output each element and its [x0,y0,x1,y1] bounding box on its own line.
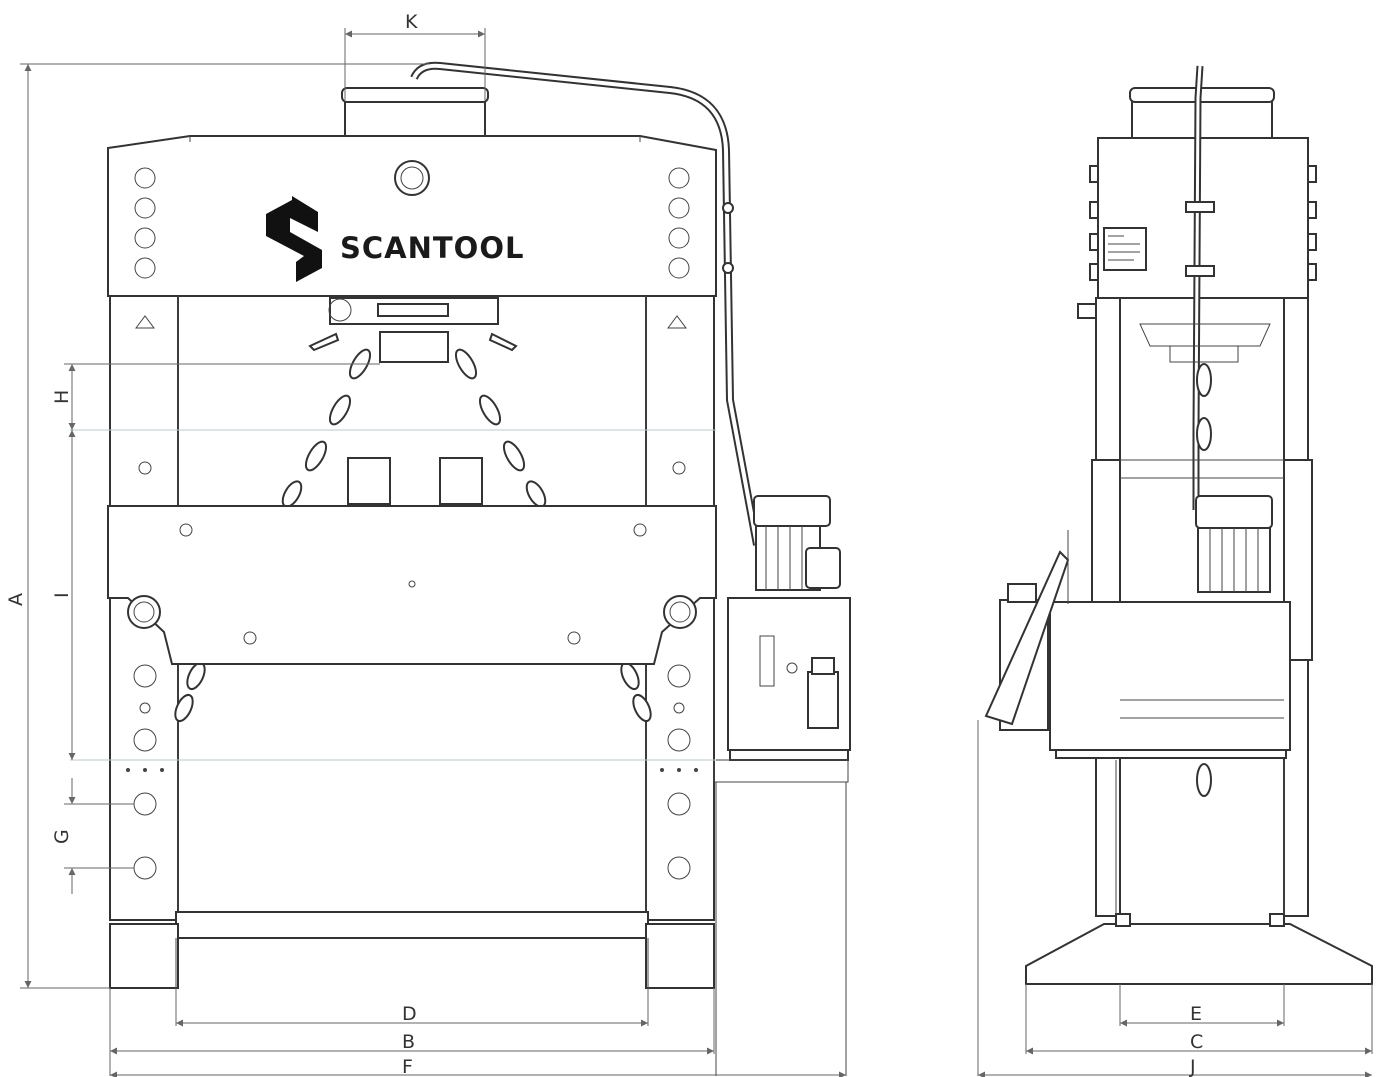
dimension-j: J [977,720,1372,1077]
rating-plate [1103,227,1147,271]
dim-label-c: C [1190,1031,1203,1053]
dim-label-i: I [51,592,73,598]
front-view: SCANTOOL [5,11,851,1077]
dim-label-d: D [402,1003,417,1025]
side-base [1025,760,1373,985]
press-head [107,135,734,297]
pump-unit [727,495,851,761]
ram-assembly [308,297,518,363]
dim-label-j: J [1189,1056,1196,1077]
working-table [107,505,717,665]
dimension-e: E [1119,984,1285,1027]
dimension-b: B [109,988,715,1076]
dimension-g: G [51,778,134,894]
pump-stand [713,759,849,1076]
dimension-h: H [51,363,380,430]
side-tank [1049,601,1291,759]
front-base [109,911,715,989]
chain-right [454,348,652,723]
dimension-f: F [110,1056,846,1077]
dimension-c: C [1025,984,1373,1055]
side-motor [1195,495,1273,593]
head-bolt-holes-left [134,167,156,279]
hand-pump [984,530,1070,731]
dimension-k: K [344,11,486,100]
scantool-logo: SCANTOOL [266,196,524,282]
gauge-icon [394,160,430,196]
dim-label-e: E [1190,1003,1202,1025]
dimension-a: A [5,63,430,989]
cylinder-top [341,87,489,141]
dim-label-b: B [402,1031,415,1053]
press-plate-right [439,457,483,505]
press-plate-left [347,457,391,505]
dimension-i: I [51,430,76,760]
dimension-d: D [175,988,649,1027]
head-bolt-holes-right [668,167,690,279]
side-view: E C J [977,65,1373,1077]
dim-label-a: A [5,593,27,606]
brand-name: SCANTOOL [340,231,524,265]
dim-label-k: K [405,11,418,33]
dim-label-f: F [402,1056,413,1077]
dim-label-h: H [51,390,73,404]
dim-label-g: G [51,829,73,844]
